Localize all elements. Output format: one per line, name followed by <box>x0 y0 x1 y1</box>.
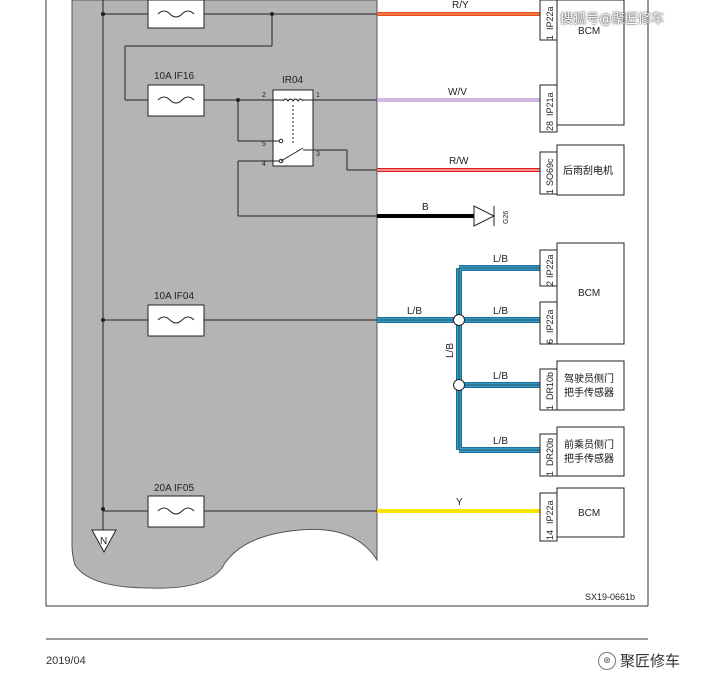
wire-b-label: B <box>422 202 429 213</box>
connector-ip21a-label: IP21a <box>545 92 555 116</box>
wire-lb-left-label: L/B <box>407 306 422 317</box>
bcm-mid-label: BCM <box>578 288 600 299</box>
splice-point <box>453 379 465 391</box>
wire-lb-dr10-label: L/B <box>493 371 508 382</box>
wire-lb-stripe <box>377 267 540 451</box>
footer-brand-text: 聚匠修车 <box>620 652 681 670</box>
footer-brand: ⊛ 聚匠修车 <box>598 650 680 671</box>
connector-ip22a-6-label: IP22a <box>545 309 555 333</box>
junction-dot <box>101 12 105 16</box>
bcm-mid-box <box>556 242 625 345</box>
rear-wiper-motor-box <box>556 144 625 196</box>
connector-ip22a-top-label: IP22a <box>545 6 555 30</box>
connector-so69c-label: SO69c <box>545 158 555 186</box>
fuse-element-icon <box>157 10 195 18</box>
connector-ip21a <box>539 84 558 133</box>
driver-door-sensor-line2: 把手传感器 <box>564 386 614 399</box>
fuse-if05 <box>147 495 205 528</box>
wechat-logo-icon: ⊛ <box>598 651 616 670</box>
fuse-top <box>147 0 205 29</box>
fuse-if16-label: 10A IF16 <box>154 71 194 82</box>
watermark: 搜狐号@聚匠修车 <box>560 12 665 27</box>
bcm-top-label: BCM <box>578 26 600 37</box>
relay-coil-icon <box>282 98 304 102</box>
connector-dr10b-pin: 1 <box>545 405 555 410</box>
bcm-top-box <box>556 0 625 126</box>
splice-point <box>453 314 465 326</box>
wire-lb <box>377 266 540 452</box>
wire-wv-label: W/V <box>448 87 467 98</box>
driver-door-sensor-line1: 驾驶员侧门 <box>564 372 614 385</box>
fuse-if04-label: 10A IF04 <box>154 291 194 302</box>
bus-node <box>101 507 105 511</box>
connector-so69c-pin: 1 <box>545 189 555 194</box>
relay-label: IR04 <box>282 75 304 86</box>
driver-door-sensor-box <box>556 360 625 411</box>
ground-label: G26 <box>503 211 510 224</box>
bcm-bottom-box <box>556 487 625 538</box>
ground-symbol-icon <box>473 205 496 227</box>
connector-dr20b-label: DR20b <box>545 438 555 466</box>
passenger-door-sensor-box <box>556 426 625 477</box>
fuse-if04 <box>147 304 205 337</box>
relay-pin-3: 3 <box>316 151 320 158</box>
connector-ip22a-14-label: IP22a <box>545 500 555 524</box>
fuse-element-icon <box>157 316 195 324</box>
relay-contact <box>278 138 284 144</box>
relay-pin-4: 4 <box>262 161 266 168</box>
connector-ip22a-6-pin: 6 <box>545 339 555 344</box>
connector-ip22a-top-pin: 1 <box>545 35 555 40</box>
relay-pin-1: 1 <box>316 92 320 99</box>
wire-lb-mid-label: L/B <box>493 306 508 317</box>
bus-ground-symbol <box>91 529 117 554</box>
fuse-box-body <box>71 0 378 589</box>
wire-y-label: Y <box>456 497 463 508</box>
wire-lb-dr20-label: L/B <box>493 436 508 447</box>
connector-dr10b-label: DR10b <box>545 372 555 400</box>
rear-wiper-motor-label: 后雨刮电机 <box>563 164 613 177</box>
wire-ry-label: R/Y <box>452 0 469 11</box>
wire-lb-network <box>377 265 540 453</box>
fuse-element-icon <box>157 96 195 104</box>
connector-dr20b-pin: 1 <box>545 471 555 476</box>
connector-ip22a-2-label: IP22a <box>545 254 555 278</box>
passenger-door-sensor-line2: 把手传感器 <box>564 452 614 465</box>
passenger-door-sensor-line1: 前乘员侧门 <box>564 438 614 451</box>
wire-lb-vert-label: L/B <box>445 343 456 358</box>
figure-id: SX19-0661b <box>585 592 635 602</box>
fuse-if05-label: 20A IF05 <box>154 483 194 494</box>
relay-pin-2: 2 <box>262 92 266 99</box>
fuse-if16 <box>147 84 205 117</box>
connector-ip22a-2-pin: 2 <box>545 281 555 286</box>
relay-switch-arm <box>280 147 304 162</box>
relay-pin-5: 5 <box>262 141 266 148</box>
wire-rw-label: R/W <box>449 156 469 167</box>
connector-ip22a-14-pin: 14 <box>545 530 555 540</box>
bcm-bottom-label: BCM <box>578 508 600 519</box>
wire-lb-top-label: L/B <box>493 254 508 265</box>
fuse-element-icon <box>157 507 195 515</box>
connector-ip21a-pin: 28 <box>545 121 555 131</box>
footer-date: 2019/04 <box>46 655 86 667</box>
bus-n-label: N <box>100 536 107 547</box>
